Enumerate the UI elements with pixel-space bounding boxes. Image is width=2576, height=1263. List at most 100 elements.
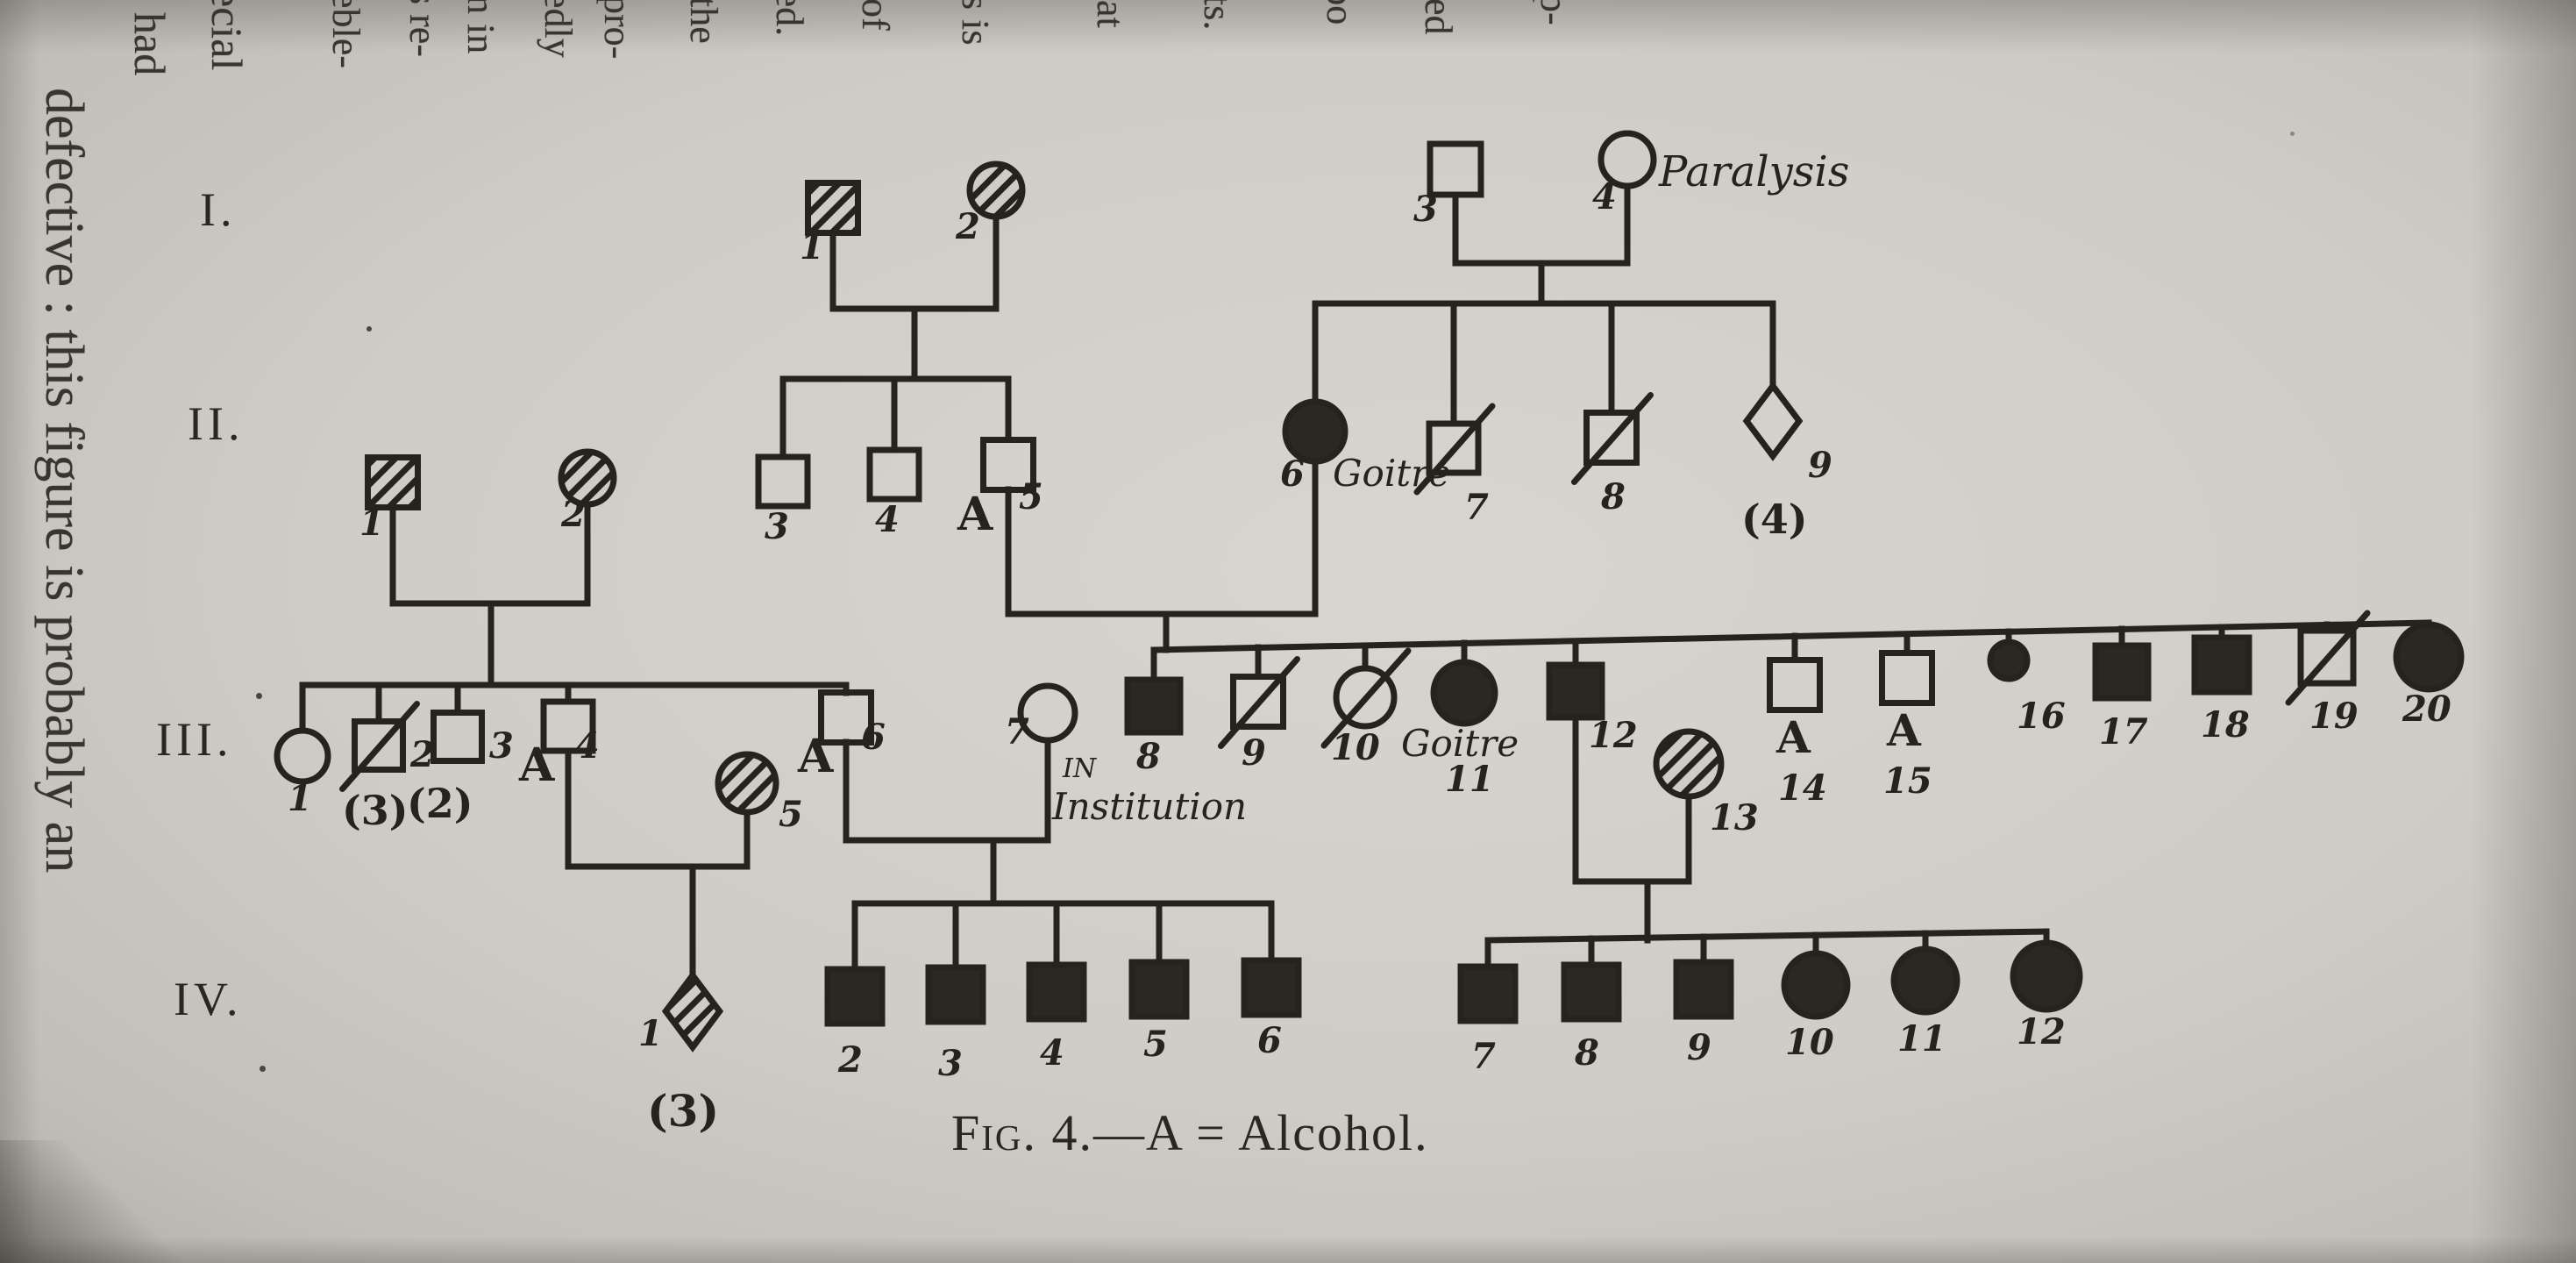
person-number: 7 [1464,487,1489,528]
person-number: 3 [1413,189,1438,230]
female-symbol-affected [2010,939,2083,1013]
person-IV-8: 8 [1561,961,1622,1074]
person-III-5: 5 [715,751,803,835]
person-I-3: 3 [1413,140,1484,230]
deceased-slash [2285,610,2371,706]
annotation-a: A [957,488,993,541]
unknown-sex-symbol [1742,381,1804,461]
annotation-a: A [1886,704,1922,756]
person-number: 16 [2017,696,2066,737]
person-number: 3 [938,1043,963,1084]
male-symbol-hatched [805,180,861,236]
person-number: 14 [1778,767,1827,809]
person-number: 6 [861,717,886,758]
male-symbol-affected [1457,963,1519,1024]
figure-caption: Fig. 4.—A = Alcohol. [951,1103,1429,1162]
person-II-3: 3 [755,453,811,547]
person-number: 8 [1574,1032,1599,1074]
male-symbol-affected [824,966,886,1027]
person-number: 19 [2309,696,2359,737]
female-symbol-affected [1282,398,1348,465]
person-IV-11: 11 [1890,945,1960,1060]
person-number: 11 [1897,1018,1946,1060]
margin-line-fragment: s re- [402,0,445,57]
person-IV-2: 2 [824,966,886,1081]
margin-line-fragment: s is [954,0,997,46]
male-symbol-affected [1124,676,1184,736]
female-symbol [1017,682,1078,744]
margin-line-fragment: red. [768,0,811,37]
margin-line-fragment: hat [1089,0,1132,28]
person-number: 10 [1331,727,1380,768]
annotation-2: (2) [407,780,473,827]
person-II-1: 1 [359,454,421,544]
male-symbol [1230,674,1286,730]
deceased-slash [1571,392,1654,485]
person-number: 12 [1589,715,1638,756]
person-III-17: 17 [2092,642,2152,753]
person-III-12: 12 [1546,661,1638,756]
person-II-4: 4 [866,446,922,540]
female-symbol-affected [1430,659,1498,727]
male-symbol [352,718,406,773]
female-symbol [1598,130,1657,189]
annotation-a: A [518,739,555,792]
person-II-5: 5A [957,437,1043,541]
person-number: 4 [1040,1032,1064,1074]
person-number: 1 [800,226,824,268]
margin-line: ecial [203,0,252,71]
female-symbol-hatched [558,448,617,508]
person-IV-10: 10 [1781,950,1851,1063]
person-number: 3 [489,725,514,767]
person-number: 5 [779,794,803,835]
male-symbol-affected [2191,634,2252,696]
person-number: 6 [1257,1020,1282,1061]
person-number: 5 [1143,1024,1168,1065]
generation-label-I: I. [200,183,237,236]
person-number: 7 [1005,711,1029,753]
person-IV-5: 5 [1128,959,1190,1065]
male-symbol [755,453,811,510]
person-II-9: 9(4) [1741,381,1832,543]
margin-line-fragment: p- [1533,0,1576,25]
male-symbol-affected [2092,642,2152,702]
connector-line [1484,928,2050,944]
person-number: 9 [1808,445,1832,486]
male-symbol [431,710,485,764]
person-number: 6 [1280,453,1305,495]
person-II-8: 8 [1571,392,1654,517]
male-symbol-affected [1546,661,1605,721]
person-III-8: 8 [1124,676,1184,777]
person-number: 3 [765,506,789,547]
person-III-3: 3 (2) [407,710,514,827]
deceased-slash [1413,403,1496,496]
male-symbol-hatched [365,454,421,510]
person-III-16: 16 [1987,639,2066,737]
male-symbol-affected [1241,957,1302,1018]
person-number: 5 [1019,476,1043,517]
descent-lines [299,182,2432,979]
person-number: 2 [955,206,980,247]
person-III-13: 13 [1653,728,1759,838]
annotation-goitre: Goitre [1401,722,1519,765]
person-number: 18 [2201,704,2250,746]
person-number: 7 [1471,1036,1496,1077]
caption-text: 4.—A = Alcohol. [1037,1104,1429,1161]
person-number: 1 [288,778,312,819]
margin-line: had [125,12,174,76]
person-III-10: 10 [1320,647,1412,768]
male-symbol [540,698,596,754]
person-IV-12: 12 [2010,939,2083,1052]
person-number: 4 [575,725,600,767]
male-symbol [980,437,1036,493]
page-speck [256,693,262,699]
female-symbol-affected [1987,639,2031,682]
annotation-institution: Institution [1051,785,1247,828]
margin-line-fragment: eble- [324,0,367,68]
deceased-slash [1320,647,1412,749]
female-symbol [1333,665,1398,730]
page-speck [2290,132,2295,136]
annotation-in: IN [1062,753,1098,784]
